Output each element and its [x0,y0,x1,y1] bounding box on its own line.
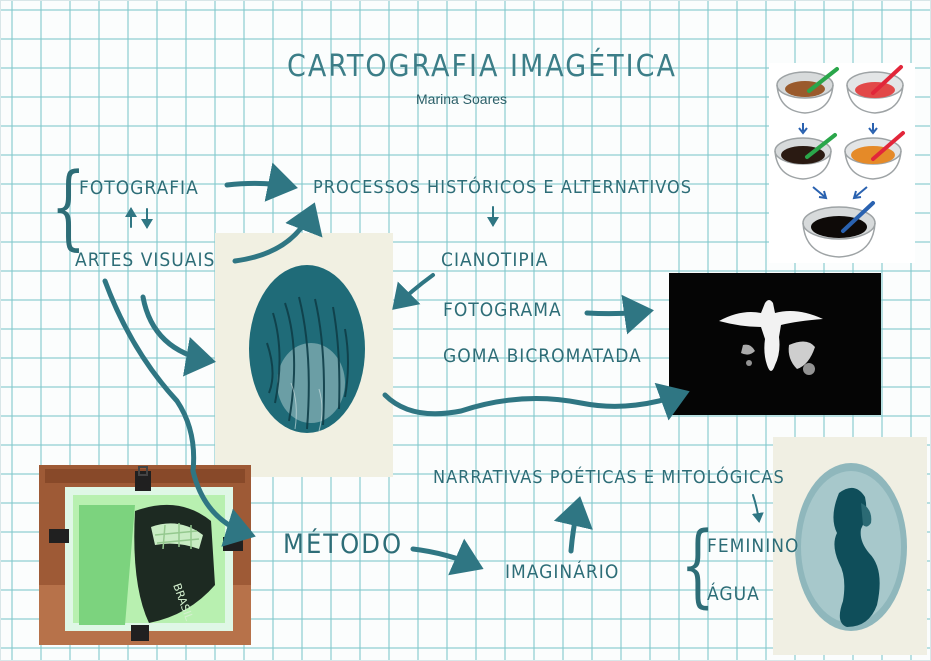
cyanotype-woman-print [773,437,927,655]
node-metodo: MÉTODO [283,529,404,560]
node-cianotipia: CIANOTIPIA [441,249,549,271]
arrow-metodo-imaginario [410,538,484,576]
bowl-orange [844,131,905,180]
arrow-print-photogram [382,382,690,421]
bowl-dark [774,133,837,180]
left-brace: { [50,153,86,260]
cyanotype-hair-print [215,233,393,477]
node-feminino: FEMININO [707,535,800,557]
node-fotografia: FOTOGRAFIA [79,177,199,199]
node-narrativas: NARRATIVAS POÉTICAS E MITOLÓGICAS [433,467,785,488]
clipped-portrait-photo: BRASIL [39,465,251,645]
arrow-cianotipia-print [392,273,435,310]
arrow-fotograma-photogram [584,294,654,335]
node-imaginario: IMAGINÁRIO [505,561,620,583]
photogram-print [669,273,881,415]
node-agua: ÁGUA [707,583,760,605]
node-fotograma: FOTOGRAMA [443,299,562,321]
arrow-artes-processos [232,202,323,264]
pigment-bowls-image [769,63,915,263]
page-title: CARTOGRAFIA IMAGÉTICA [287,49,677,84]
arrow-artes-print [140,294,216,377]
arrow-narrativas-feminino [751,494,764,523]
bowl-black [802,201,876,258]
bowl-red [846,65,904,114]
arrow-imaginario-narrativas [553,496,593,554]
node-goma-bicromatada: GOMA BICROMATADA [443,345,642,367]
right-brace: { [680,513,715,618]
bowl-brown [776,67,839,114]
page-author: Marina Soares [416,91,508,107]
arrow-fotografia-processos [224,162,298,202]
node-processos: PROCESSOS HISTÓRICOS E ALTERNATIVOS [313,177,692,198]
arrow-artes-metodo [102,278,256,547]
node-artes-visuais: ARTES VISUAIS [75,249,216,271]
